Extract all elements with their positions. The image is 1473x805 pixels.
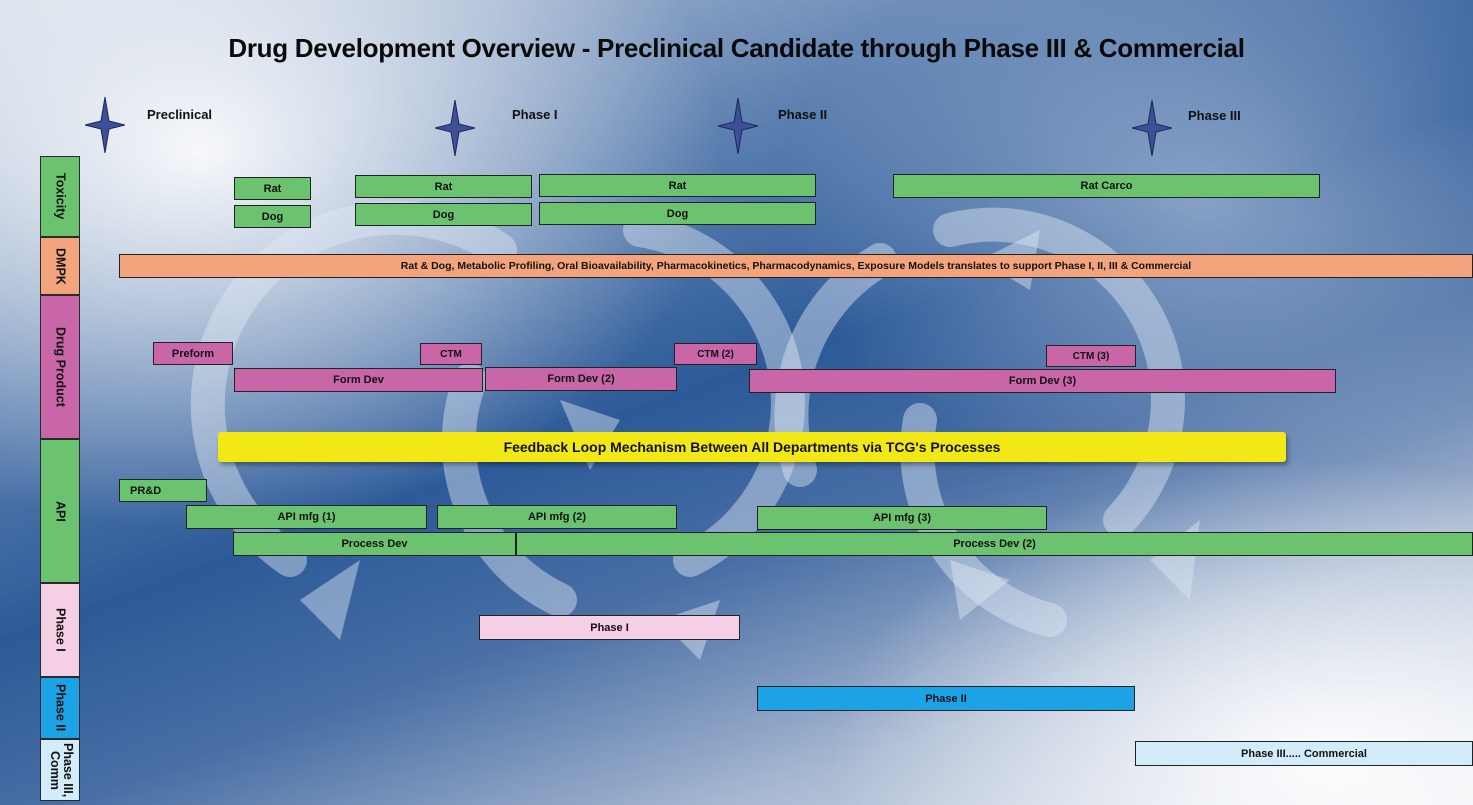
- bar-phase2: Phase II: [757, 686, 1135, 711]
- bar-phase1: Phase I: [479, 615, 740, 640]
- lane-phase3-comm: Phase III, Comm: [40, 739, 80, 801]
- bar-tox-rat-1: Rat: [234, 177, 311, 200]
- bar-preform: Preform: [153, 342, 233, 365]
- phase2-star-icon: [718, 98, 758, 154]
- bar-api-mfg-3: API mfg (3): [757, 506, 1047, 530]
- bar-form-dev: Form Dev: [234, 368, 483, 392]
- lane-phase2: Phase II: [40, 677, 80, 739]
- bar-api-mfg-1: API mfg (1): [186, 505, 427, 529]
- bar-form-dev-3: Form Dev (3): [749, 369, 1336, 393]
- milestone-label-phase2: Phase II: [778, 107, 828, 122]
- phase1-star-icon: [435, 100, 475, 156]
- bar-tox-rat-carco: Rat Carco: [893, 174, 1320, 198]
- diagram-title: Drug Development Overview - Preclinical …: [228, 33, 1245, 63]
- lane-toxicity: Toxicity: [40, 156, 80, 237]
- bar-process-dev: Process Dev: [233, 532, 516, 556]
- bar-ctm: CTM: [420, 343, 482, 365]
- bar-process-dev-2: Process Dev (2): [516, 532, 1473, 556]
- lane-phase1: Phase I: [40, 583, 80, 677]
- bar-form-dev-2: Form Dev (2): [485, 367, 677, 391]
- bar-tox-dog-3: Dog: [539, 202, 816, 225]
- lane-drug-product: Drug Product: [40, 295, 80, 439]
- lane-api: API: [40, 439, 80, 583]
- milestone-label-phase3: Phase III: [1188, 108, 1241, 123]
- bar-tox-dog-1: Dog: [234, 205, 311, 228]
- bar-api-mfg-2: API mfg (2): [437, 505, 677, 529]
- feedback-loop-banner: Feedback Loop Mechanism Between All Depa…: [218, 432, 1286, 462]
- bar-tox-dog-2: Dog: [355, 203, 532, 226]
- bar-ctm-3: CTM (3): [1046, 345, 1136, 367]
- bar-prd: PR&D: [119, 479, 207, 502]
- preclinical-star-icon: [85, 97, 125, 153]
- bar-tox-rat-3: Rat: [539, 174, 816, 197]
- bar-tox-rat-2: Rat: [355, 175, 532, 198]
- bar-phase3-commercial: Phase III..... Commercial: [1135, 741, 1473, 766]
- bar-dmpk: Rat & Dog, Metabolic Profiling, Oral Bio…: [119, 254, 1473, 278]
- lane-dmpk: DMPK: [40, 237, 80, 295]
- milestone-label-preclinical: Preclinical: [147, 107, 213, 122]
- bar-ctm-2: CTM (2): [674, 343, 757, 365]
- phase3-star-icon: [1132, 100, 1172, 156]
- milestone-label-phase1: Phase I: [512, 107, 558, 122]
